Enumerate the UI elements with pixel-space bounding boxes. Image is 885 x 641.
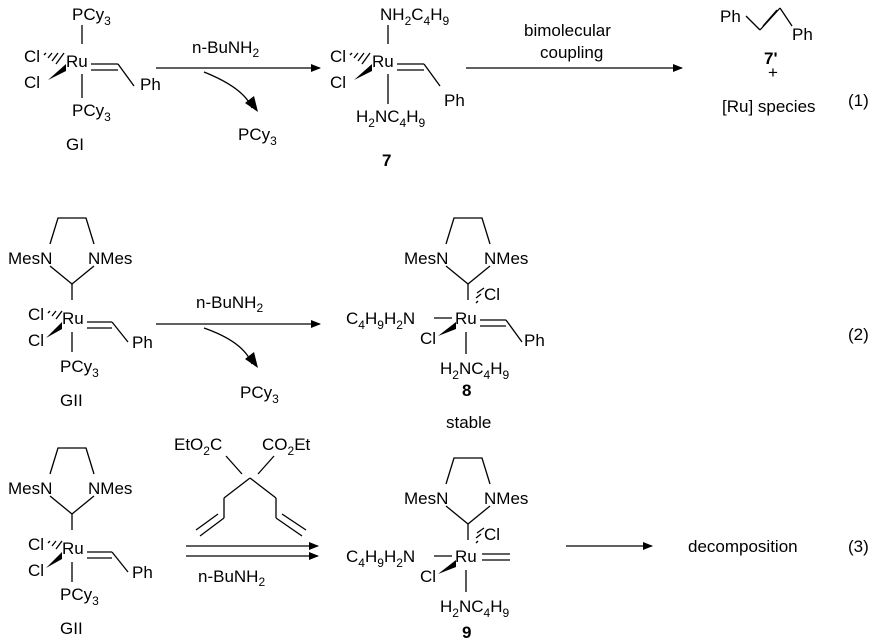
- stilbene-structure: Ph Ph 7' + [Ru] species: [720, 7, 816, 116]
- reagent-1: n-BuNH: [192, 38, 252, 57]
- svg-text:C4H9H2N: C4H9H2N: [346, 309, 415, 332]
- svg-text:PCy3: PCy3: [60, 585, 99, 608]
- grubbs-i-structure: PCy3 Cl Ru Cl Ph PCy3 GI: [24, 5, 161, 154]
- svg-text:Cl: Cl: [484, 525, 500, 544]
- reaction-1: PCy3 Cl Ru Cl Ph PCy3 GI n-BuNH2 PCy3: [24, 5, 869, 170]
- reagent-2: n-BuNH: [196, 293, 256, 312]
- reaction-2: MesN NMes Cl Ru Cl Ph PCy3 GII n-BuNH2: [8, 217, 869, 432]
- svg-text:Ph: Ph: [720, 7, 741, 26]
- svg-text:Ru: Ru: [62, 539, 84, 558]
- svg-text:NMes: NMes: [88, 479, 132, 498]
- diethyl-diallylmalonate-structure: EtO2C CO2Et: [174, 435, 311, 537]
- svg-text:Cl: Cl: [28, 535, 44, 554]
- svg-text:MesN: MesN: [8, 479, 52, 498]
- product-7-structure: NH2C4H9 Cl Ru Cl Ph H2NC4H9 7: [330, 5, 465, 170]
- byproduct-2: PCy: [240, 383, 273, 402]
- stilbene-label: 7': [764, 49, 778, 68]
- svg-text:CO2Et: CO2Et: [262, 435, 311, 458]
- equation-number-2: (2): [848, 325, 869, 344]
- svg-text:n-BuNH2: n-BuNH2: [196, 293, 263, 315]
- svg-text:Ph: Ph: [132, 563, 153, 582]
- svg-text:Ph: Ph: [792, 25, 813, 44]
- svg-text:H2NC4H9: H2NC4H9: [356, 107, 426, 130]
- decomposition-text: decomposition: [688, 537, 798, 556]
- svg-text:PCy3: PCy3: [60, 357, 99, 380]
- reagent-3: n-BuNH: [198, 567, 258, 586]
- plus-sign: +: [768, 63, 778, 82]
- svg-text:PCy3: PCy3: [238, 125, 277, 148]
- product-8-label: 8: [462, 381, 471, 400]
- svg-text:EtO2C: EtO2C: [174, 435, 222, 458]
- svg-text:Cl: Cl: [484, 285, 500, 304]
- svg-text:Cl: Cl: [330, 73, 346, 92]
- svg-text:PCy3: PCy3: [72, 5, 111, 28]
- svg-text:Ph: Ph: [524, 331, 545, 350]
- svg-text:Ph: Ph: [140, 75, 161, 94]
- svg-text:Cl: Cl: [420, 329, 436, 348]
- svg-text:NH2C4H9: NH2C4H9: [380, 5, 450, 28]
- svg-text:n-BuNH2: n-BuNH2: [198, 567, 265, 589]
- svg-text:MesN: MesN: [404, 249, 448, 268]
- product-7-label: 7: [382, 151, 391, 170]
- svg-text:H2NC4H9: H2NC4H9: [440, 597, 510, 620]
- svg-text:Ph: Ph: [444, 91, 465, 110]
- svg-text:C4H9H2N: C4H9H2N: [346, 547, 415, 570]
- svg-text:NMes: NMes: [484, 489, 528, 508]
- svg-text:Ph: Ph: [132, 333, 153, 352]
- svg-text:PCy3: PCy3: [72, 101, 111, 124]
- condition-coupling: coupling: [540, 43, 603, 62]
- svg-text:NMes: NMes: [484, 249, 528, 268]
- svg-text:Ru: Ru: [455, 309, 477, 328]
- svg-text:Ru: Ru: [455, 547, 477, 566]
- svg-text:Ru: Ru: [66, 52, 88, 71]
- svg-text:Cl: Cl: [28, 561, 44, 580]
- svg-text:Ru: Ru: [372, 52, 394, 71]
- svg-text:Cl: Cl: [420, 567, 436, 586]
- gi-label: GI: [66, 135, 84, 154]
- gii-label-2: GII: [60, 391, 83, 410]
- product-9-label: 9: [462, 623, 471, 641]
- svg-text:MesN: MesN: [404, 489, 448, 508]
- ru-species-text: [Ru] species: [722, 97, 816, 116]
- svg-text:Cl: Cl: [330, 47, 346, 66]
- gii-label-3: GII: [60, 619, 83, 638]
- product-9-structure: MesN NMes Cl C4H9H2N Ru Cl H2NC4H9 9: [346, 457, 528, 641]
- equation-number-1: (1): [848, 91, 869, 110]
- svg-text:NMes: NMes: [88, 249, 132, 268]
- svg-text:n-BuNH2: n-BuNH2: [192, 38, 259, 60]
- svg-text:H2NC4H9: H2NC4H9: [440, 359, 510, 382]
- svg-text:Cl: Cl: [28, 331, 44, 350]
- condition-bimolecular: bimolecular: [524, 21, 611, 40]
- svg-text:Ru: Ru: [62, 309, 84, 328]
- svg-text:Cl: Cl: [24, 73, 40, 92]
- reaction-3: MesN NMes Cl Ru Cl Ph PCy3 GII EtO2C: [8, 435, 869, 641]
- grubbs-ii-structure-3: MesN NMes Cl Ru Cl Ph PCy3 GII: [8, 447, 153, 638]
- stable-note: stable: [446, 413, 491, 432]
- equation-number-3: (3): [848, 537, 869, 556]
- grubbs-ii-structure: MesN NMes Cl Ru Cl Ph PCy3 GII: [8, 217, 153, 410]
- svg-text:PCy3: PCy3: [240, 383, 279, 406]
- svg-text:Cl: Cl: [28, 305, 44, 324]
- svg-text:MesN: MesN: [8, 249, 52, 268]
- byproduct-1: PCy: [238, 125, 271, 144]
- product-8-structure: MesN NMes Cl C4H9H2N Ru Cl Ph H2NC4H9 8 …: [346, 217, 545, 432]
- svg-text:Cl: Cl: [24, 47, 40, 66]
